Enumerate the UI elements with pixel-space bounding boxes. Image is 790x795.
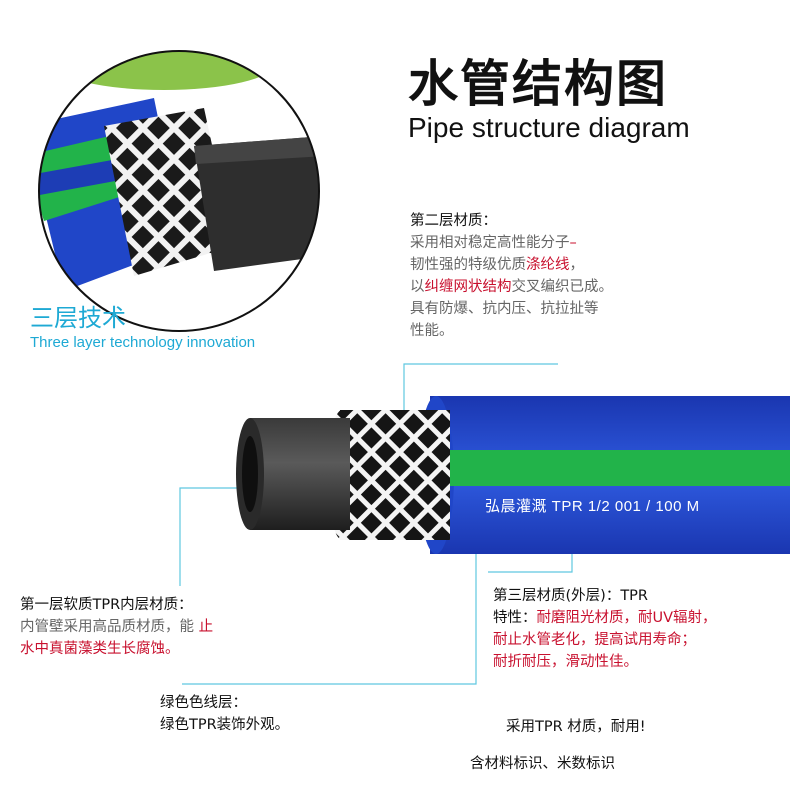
layer3-heading: 第三层材质(外层)：TPR bbox=[493, 588, 648, 604]
marking-note: 含材料标识、米数标识 bbox=[470, 756, 615, 772]
layer2-heading: 第二层材质： bbox=[410, 213, 497, 229]
layer3-line1b: 耐磨阻光材质，耐UV辐射， bbox=[536, 610, 717, 626]
leader-green bbox=[182, 540, 477, 685]
layer1-line1b: 止 bbox=[198, 619, 214, 635]
green-line-line1: 绿色TPR装饰外观。 bbox=[160, 717, 290, 733]
layer1-heading: 第一层软质TPR内层材质： bbox=[20, 597, 193, 613]
layer3-line3: 耐折耐压，滑动性佳。 bbox=[493, 654, 638, 670]
hose-cross-section bbox=[236, 396, 790, 554]
layer2-line1-dash: – bbox=[569, 235, 577, 251]
layer2-description: 第二层材质： 采用相对稳定高性能分子– 韧性强的特级优质涤纶线， 以纠缠网状结构… bbox=[410, 210, 613, 342]
three-layer-tech-english: Three layer technology innovation bbox=[30, 334, 256, 351]
layer2-line2a: 韧性强的特级优质 bbox=[410, 257, 526, 273]
hose-closeup-inset bbox=[38, 50, 320, 332]
layer3-description: 第三层材质(外层)：TPR 特性：耐磨阻光材质，耐UV辐射， 耐止水管老化，提高… bbox=[493, 585, 717, 673]
layer2-line2b: 涤纶线 bbox=[526, 257, 570, 273]
three-layer-tech-label: 三层技术 bbox=[30, 304, 126, 332]
green-line-heading: 绿色色线层： bbox=[160, 695, 247, 711]
layer1-description: 第一层软质TPR内层材质： 内管壁采用高品质材质，能 止 水中真菌藻类生长腐蚀。 bbox=[20, 594, 213, 660]
green-stripe bbox=[436, 450, 790, 486]
braid-layer bbox=[340, 410, 450, 540]
material-note: 采用TPR 材质，耐用! bbox=[506, 719, 646, 735]
layer2-line2c: ， bbox=[569, 257, 585, 273]
layer2-line1: 采用相对稳定高性能分子 bbox=[410, 235, 570, 251]
layer1-line2: 水中真菌藻类生长腐蚀。 bbox=[20, 641, 180, 657]
green-line-description: 绿色色线层： 绿色TPR装饰外观。 bbox=[160, 692, 289, 736]
layer2-line4: 具有防爆、抗内压、抗拉扯等 bbox=[410, 301, 599, 317]
layer2-line5: 性能。 bbox=[410, 323, 454, 339]
layer1-line1a: 内管壁采用高品质材质，能 bbox=[20, 619, 199, 635]
layer2-line3c: 交叉编织已成。 bbox=[511, 279, 614, 295]
layer3-line1a: 特性： bbox=[493, 610, 537, 626]
layer3-line2: 耐止水管老化，提高试用寿命； bbox=[493, 632, 696, 648]
page-title: 水管结构图 bbox=[408, 55, 668, 113]
leader-layer2 bbox=[403, 363, 558, 422]
hose-print-label: 弘晨灌溉 TPR 1/2 001 / 100 M bbox=[485, 498, 700, 515]
page-subtitle: Pipe structure diagram bbox=[408, 112, 690, 143]
inner-layer bbox=[250, 418, 350, 530]
layer2-line3b: 纠缠网状结构 bbox=[424, 279, 512, 295]
layer2-line3a: 以 bbox=[410, 279, 425, 295]
